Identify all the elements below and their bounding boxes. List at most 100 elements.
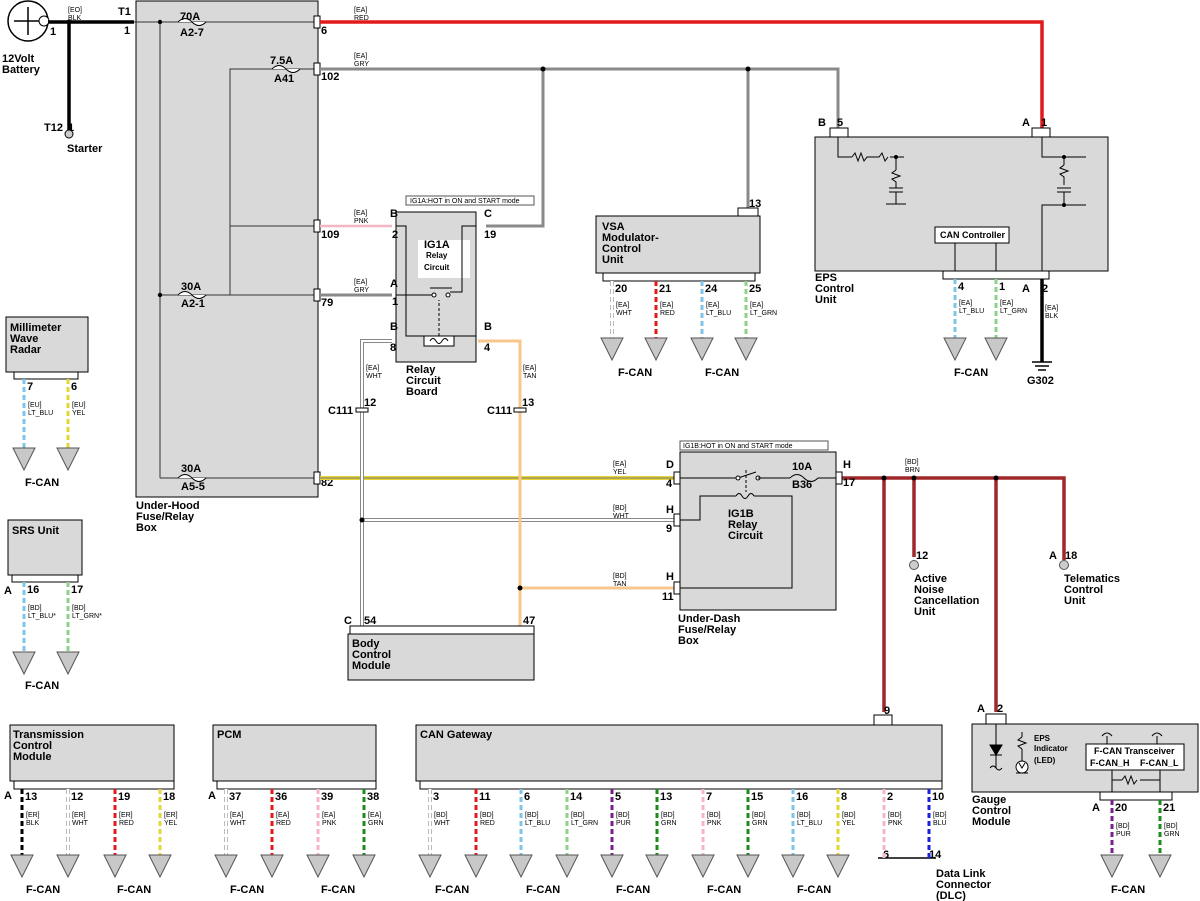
pcm-pin-stub-2-pin: 39 — [321, 791, 333, 803]
udfb-w17-code: [BD] — [905, 459, 919, 466]
tcm-pin-stub-1-pin: 12 — [71, 791, 83, 803]
transceiver-label: F-CAN Transceiver — [1094, 746, 1175, 756]
eps-pin-stub-0: 4[EA]LT_BLU — [943, 279, 984, 362]
gateway-pin-stub-3-fcan-triangle — [555, 854, 579, 879]
gateway-pin-stub-5: 13[BD]GRN — [645, 789, 677, 879]
pcm-pin-stub-2: 39[EA]PNK — [306, 789, 337, 879]
srs-conn: A — [4, 585, 12, 597]
gateway-pin-stub-10: 2[BD]PNK — [882, 789, 903, 858]
fuse-70a-id: A2-7 — [180, 27, 204, 39]
battery-name-2: Battery — [2, 64, 41, 76]
gauge-pin-stub-1-color: GRN — [1164, 831, 1180, 838]
udfb-pin-9: 9 — [666, 523, 672, 535]
radar-name-2: Wave — [10, 333, 38, 345]
gateway-pin-stub-3-pin: 14 — [570, 791, 583, 803]
uhfb-title-3: Box — [136, 522, 158, 534]
fuse-7-5a-amp: 7.5A — [270, 55, 293, 67]
eps-conn-a-top — [1031, 127, 1051, 138]
ig1a-name-2: Relay — [426, 251, 448, 260]
eps-gnd-code: [EA] — [1045, 305, 1058, 312]
tcu-name-3: Unit — [1064, 595, 1086, 607]
gateway-pin-stub-7: 15[BD]GRN — [736, 789, 768, 879]
uhfb-pin-79: 79 — [321, 297, 333, 309]
fcan-transceiver — [1085, 743, 1185, 771]
vsa-pin-stub-2-color: LT_BLU — [706, 310, 731, 317]
anc-name-2: Noise — [914, 584, 944, 596]
vsa-pin-stub-3-code: [EA] — [750, 302, 763, 309]
radar-pin-stub-0-fcan-triangle — [12, 447, 36, 472]
gauge-internal — [989, 724, 1163, 800]
gateway-pin-stub-3-code: [BD] — [571, 812, 585, 819]
bcm-name: Body — [352, 638, 380, 650]
udfb-w4-color: YEL — [613, 469, 626, 476]
gauge-fcan: F-CAN — [1111, 884, 1145, 896]
eps-pin-stub-0-fcan-triangle — [943, 337, 967, 362]
gateway-fcan-0: F-CAN — [435, 884, 469, 896]
tcu-pin: 18 — [1065, 550, 1077, 562]
tcm-pin-stub-3: 18[ER]YEL — [148, 789, 178, 879]
gauge-pin-stub-0-color: PUR — [1116, 831, 1131, 838]
junction-brn-2 — [911, 475, 917, 481]
tcm-fcan-b: F-CAN — [117, 884, 151, 896]
dlc-name-3: (DLC) — [936, 890, 966, 901]
srs-pin-stub-1-pin: 17 — [71, 584, 83, 596]
srs-pin-stub-0-color: LT_BLU* — [28, 613, 56, 620]
ig1b-name-3: Circuit — [728, 530, 763, 542]
pcm-fcan-a: F-CAN — [230, 884, 264, 896]
eps-pin-stub-0-color: LT_BLU — [959, 308, 984, 315]
pcm-pin-stub-0: 37[EA]WHT — [214, 789, 247, 879]
dlc-name-2: Connector — [936, 879, 992, 891]
radar-pin-stub-1: 6[EU]YEL — [56, 379, 86, 472]
gauge-conn: A — [977, 703, 985, 715]
tcm-pin-stub-2-pin: 19 — [118, 791, 130, 803]
rcb-conn-b-4: B — [484, 321, 492, 333]
gauge-pin-stub-0-code: [BD] — [1116, 823, 1130, 830]
srs-name: SRS Unit — [12, 525, 59, 537]
eps-junction-2 — [1062, 155, 1066, 159]
uhfb-title: Under-Hood — [136, 500, 200, 512]
gateway-pin-stub-7-pin: 15 — [751, 791, 763, 803]
tcm-pin-stub-2: 19[ER]RED — [103, 789, 134, 879]
udfb-w17-color: BRN — [905, 467, 920, 474]
uhfb-t1-pin: 1 — [124, 25, 130, 37]
gateway-pin-stub-3: 14[BD]LT_GRN — [555, 789, 598, 879]
gateway-pin-stub-0: 3[BD]WHT — [418, 789, 451, 879]
fuse-10a-amp: 10A — [792, 461, 812, 473]
gateway-pin-stub-7-code: [BD] — [752, 812, 766, 819]
vsa-pin-stub-0-pin: 20 — [615, 283, 627, 295]
vsa-pin-stub-3-fcan-triangle — [734, 337, 758, 362]
rcb-pin-4: 4 — [484, 342, 491, 354]
vsa-pin-stub-1-fcan-triangle — [644, 337, 668, 362]
vsa-pin-stub-0: 20[EA]WHT — [600, 281, 633, 362]
eps-pin-stub-1: 1[EA]LT_GRN — [984, 279, 1027, 362]
rcb-conn-a: A — [390, 278, 398, 290]
tcm-name-2: Control — [13, 740, 52, 752]
gateway-pin-stub-9-pin: 8 — [841, 791, 847, 803]
ig1a-name-3: Circuit — [424, 263, 450, 272]
gateway-pin-stub-5-fcan-triangle — [645, 854, 669, 879]
w109-code: [EA] — [354, 210, 367, 217]
radar-pin-stub-1-fcan-triangle — [56, 447, 80, 472]
udfb-w11-color: TAN — [613, 581, 626, 588]
dlc-pin-6: 6 — [883, 849, 889, 861]
radar-name: Millimeter — [10, 322, 62, 334]
srs-pin-stub-1: 17[BD]LT_GRN* — [56, 582, 102, 676]
udfb-title-3: Box — [678, 635, 700, 647]
gateway-pin-stub-2-fcan-triangle — [509, 854, 533, 879]
w79-code: [EA] — [354, 279, 367, 286]
srs-pin-stub-0-pin: 16 — [27, 584, 39, 596]
vsa-name: VSA — [602, 221, 625, 233]
rcb-pin-1: 1 — [392, 296, 398, 308]
eps-bottom-connector — [942, 270, 1050, 280]
wires — [48, 20, 1066, 712]
vsa-pin-stub-3-color: LT_GRN — [750, 310, 777, 317]
junction-gry-1 — [745, 66, 751, 72]
gauge-pin-stub-0-fcan-triangle — [1100, 854, 1124, 879]
pcm-pin-stub-0-pin: 37 — [229, 791, 241, 803]
uhfb-pin-6: 6 — [321, 25, 327, 37]
pcm-pin-stub-1-code: [EA] — [276, 812, 289, 819]
udfb-conn-h11: H — [666, 571, 674, 583]
fuse-30a-id: A2-1 — [181, 298, 205, 310]
